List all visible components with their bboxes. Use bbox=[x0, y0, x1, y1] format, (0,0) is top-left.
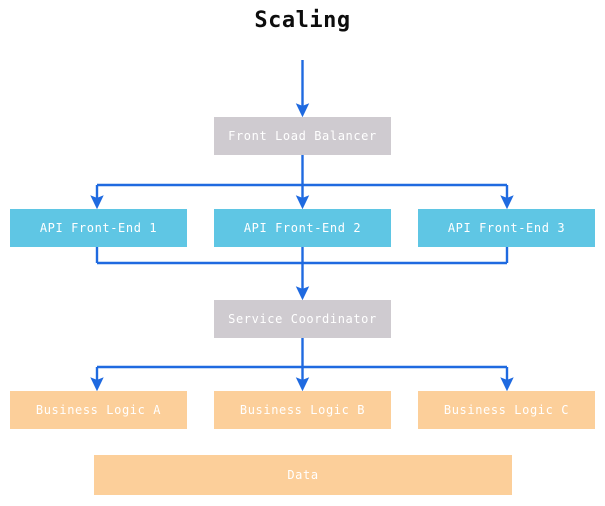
node-label: Business Logic B bbox=[239, 403, 366, 417]
node-label: API Front-End 3 bbox=[447, 221, 566, 235]
node-data[interactable]: Data bbox=[94, 455, 512, 495]
node-business-logic-a[interactable]: Business Logic A bbox=[10, 391, 187, 429]
node-label: Front Load Balancer bbox=[228, 129, 377, 143]
node-label: Business Logic A bbox=[35, 403, 162, 417]
node-business-logic-c[interactable]: Business Logic C bbox=[418, 391, 595, 429]
node-front-load-balancer[interactable]: Front Load Balancer bbox=[214, 117, 391, 155]
node-label: API Front-End 2 bbox=[243, 221, 362, 235]
node-label: API Front-End 1 bbox=[39, 221, 158, 235]
node-api-front-end-2[interactable]: API Front-End 2 bbox=[214, 209, 391, 247]
node-service-coordinator[interactable]: Service Coordinator bbox=[214, 300, 391, 338]
node-api-front-end-1[interactable]: API Front-End 1 bbox=[10, 209, 187, 247]
node-label: Service Coordinator bbox=[228, 312, 377, 326]
diagram-title: Scaling bbox=[254, 8, 351, 33]
node-label: Data bbox=[287, 468, 319, 482]
node-label: Business Logic C bbox=[443, 403, 570, 417]
node-api-front-end-3[interactable]: API Front-End 3 bbox=[418, 209, 595, 247]
node-business-logic-b[interactable]: Business Logic B bbox=[214, 391, 391, 429]
